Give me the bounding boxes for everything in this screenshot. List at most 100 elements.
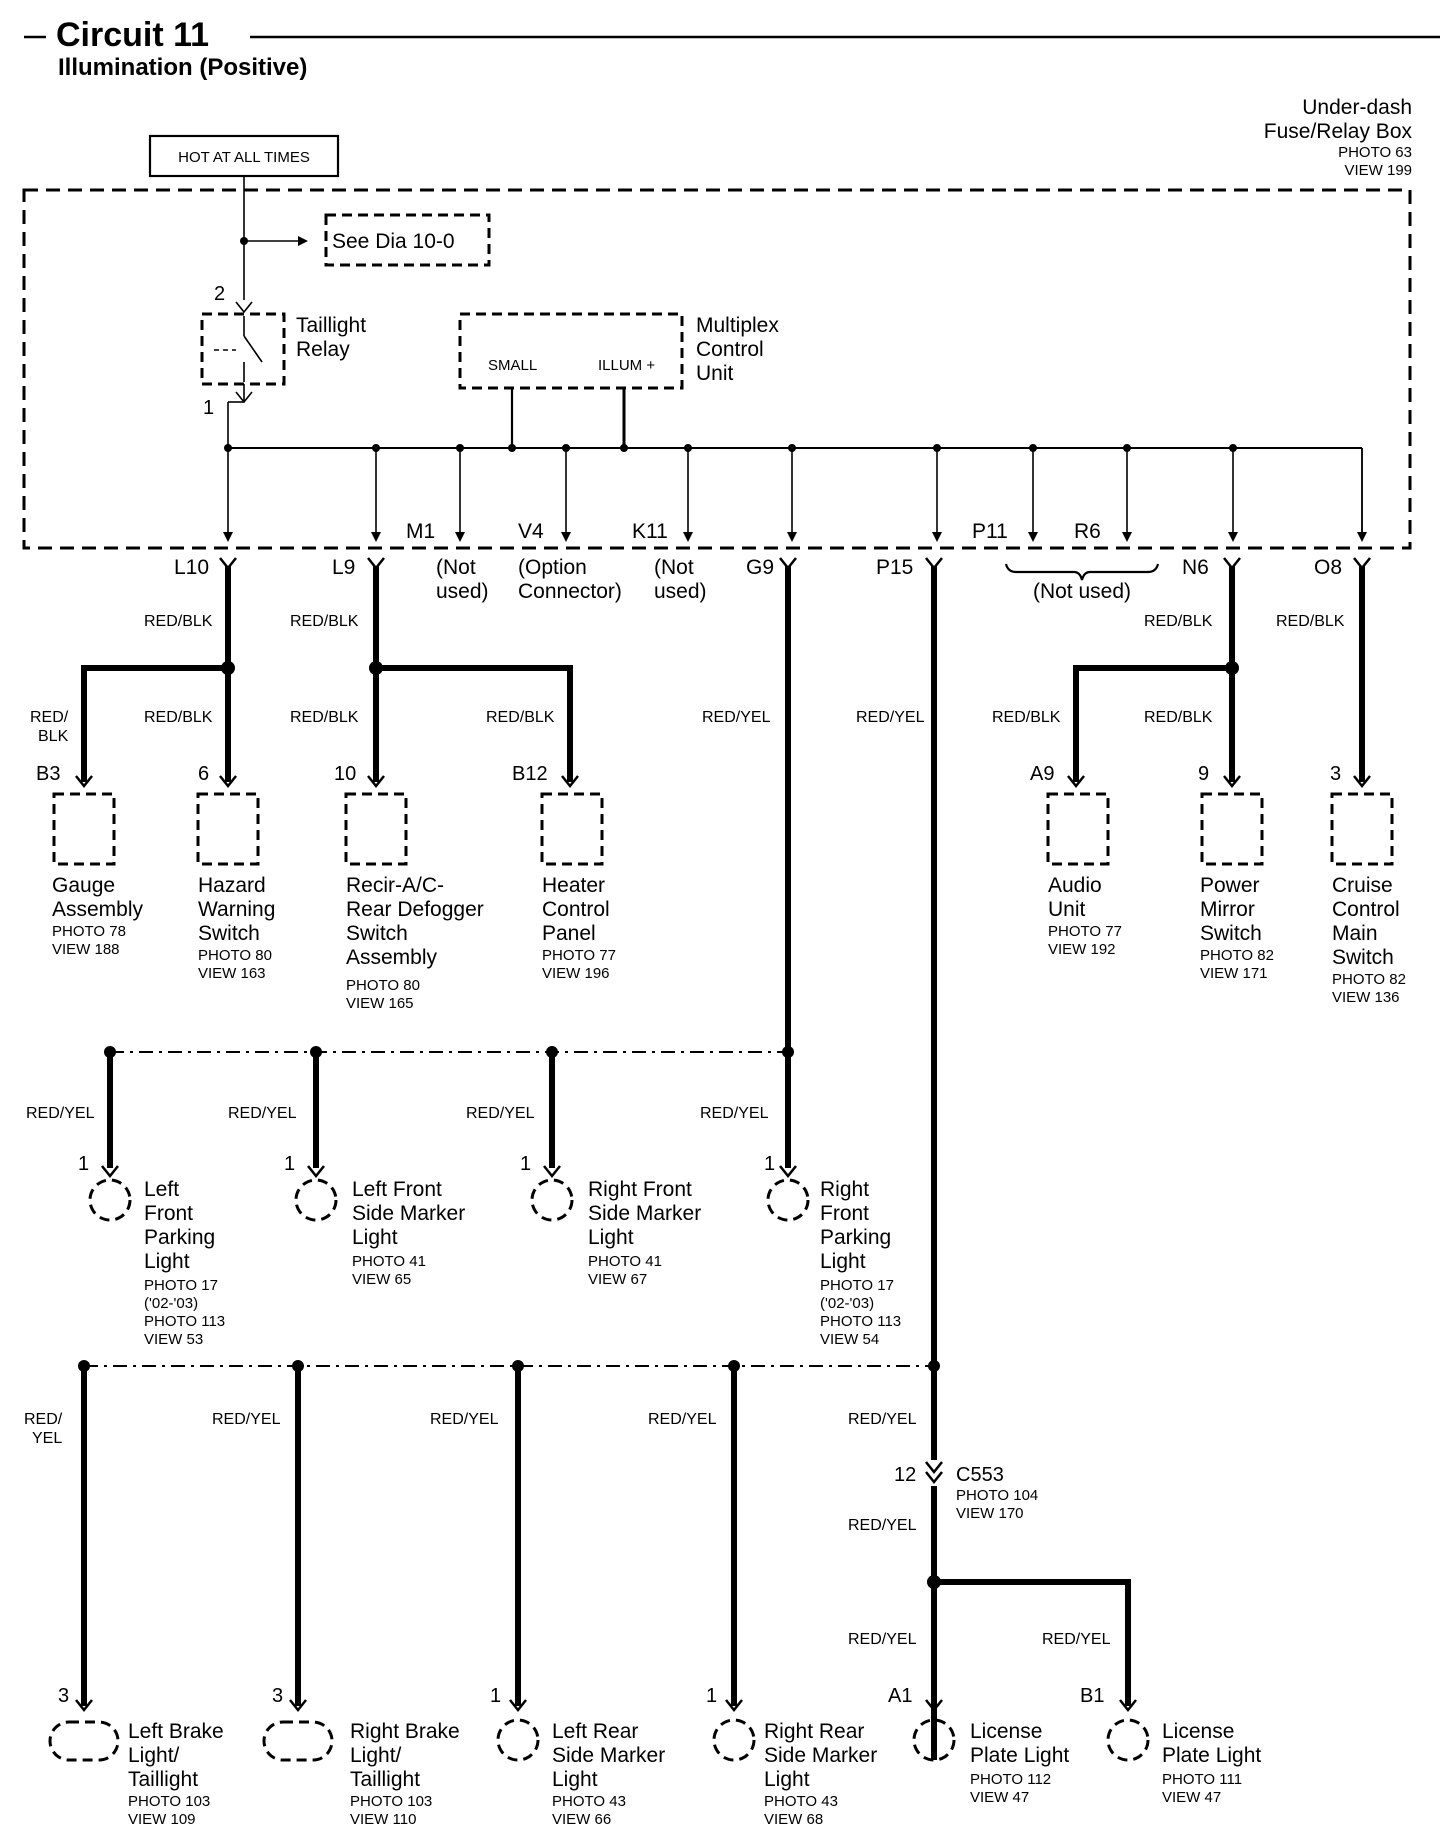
m1-note-1: (Not <box>436 556 476 579</box>
svg-text:PHOTO 41: PHOTO 41 <box>352 1253 426 1270</box>
svg-text:PHOTO 43: PHOTO 43 <box>552 1793 626 1810</box>
svg-text:VIEW 163: VIEW 163 <box>198 965 266 982</box>
component-cruise-control-main-switch: 3 Cruise Control Main Switch PHOTO 82 VI… <box>1330 763 1406 1006</box>
p11-r6-brace <box>1004 563 1160 581</box>
svg-text:('02-'03): ('02-'03) <box>144 1295 198 1312</box>
hot-at-all-times-label: HOT AT ALL TIMES <box>178 149 310 166</box>
svg-text:Panel: Panel <box>542 922 596 945</box>
svg-text:3: 3 <box>272 1685 283 1707</box>
multiplex-control-unit <box>458 312 684 390</box>
wire-color-a1: RED/YEL <box>848 1631 917 1648</box>
svg-text:PHOTO 112: PHOTO 112 <box>970 1771 1051 1788</box>
mcu-label-3: Unit <box>696 362 734 385</box>
page-subtitle: Illumination (Positive) <box>58 54 307 81</box>
svg-text:PHOTO 80: PHOTO 80 <box>198 947 272 964</box>
fuse-box-name-1: Under-dash <box>1302 96 1412 119</box>
component-gauge-assembly: B3 Gauge Assembly PHOTO 78 VIEW 188 <box>36 763 144 958</box>
svg-text:Gauge: Gauge <box>52 874 115 897</box>
see-dia-label: See Dia 10-0 <box>332 230 455 253</box>
terminal-o8: O8 <box>1314 556 1342 579</box>
svg-text:Light: Light <box>552 1768 598 1791</box>
bus-drops <box>223 448 1367 542</box>
svg-text:B3: B3 <box>36 763 60 785</box>
svg-text:PHOTO 43: PHOTO 43 <box>764 1793 838 1810</box>
page-title: Circuit 11 <box>56 16 209 54</box>
wire-color-b3-2: BLK <box>38 728 69 745</box>
bus-splices <box>224 444 1237 452</box>
svg-text:Taillight: Taillight <box>128 1768 198 1791</box>
svg-text:Side Marker: Side Marker <box>552 1744 665 1767</box>
svg-text:Light: Light <box>764 1768 810 1791</box>
svg-text:Recir-A/C-: Recir-A/C- <box>346 874 444 897</box>
svg-text:Switch: Switch <box>346 922 408 945</box>
svg-text:3: 3 <box>1330 763 1341 785</box>
m1-note-2: used) <box>436 580 489 603</box>
svg-text:PHOTO 111: PHOTO 111 <box>1162 1771 1242 1788</box>
wire-color-9: RED/BLK <box>1144 709 1213 726</box>
wire-color-rr-marker: RED/YEL <box>648 1411 717 1428</box>
light-license-plate-b1: B1 License Plate Light PHOTO 111 VIEW 47 <box>1080 1685 1261 1806</box>
fuse-box-enclosure <box>22 188 1412 550</box>
svg-text:Parking: Parking <box>144 1226 215 1249</box>
svg-text:1: 1 <box>78 1153 89 1175</box>
svg-text:PHOTO 78: PHOTO 78 <box>52 923 126 940</box>
component-heater-control-panel: B12 Heater Control Panel PHOTO 77 VIEW 1… <box>512 763 616 982</box>
component-recir-ac-defogger-switch: 10 Recir-A/C- Rear Defogger Switch Assem… <box>334 763 484 1012</box>
svg-text:1: 1 <box>490 1685 501 1707</box>
svg-text:A9: A9 <box>1030 763 1054 785</box>
svg-text:PHOTO 103: PHOTO 103 <box>350 1793 432 1810</box>
svg-text:PHOTO 80: PHOTO 80 <box>346 977 420 994</box>
svg-text:PHOTO 113: PHOTO 113 <box>820 1313 901 1330</box>
svg-text:VIEW 53: VIEW 53 <box>144 1331 203 1348</box>
svg-text:Left Front: Left Front <box>352 1178 442 1201</box>
svg-text:PHOTO 82: PHOTO 82 <box>1200 947 1274 964</box>
wire-color-b3-1: RED/ <box>30 709 69 726</box>
svg-text:1: 1 <box>520 1153 531 1175</box>
svg-text:VIEW 165: VIEW 165 <box>346 995 414 1012</box>
svg-text:Right Front: Right Front <box>588 1178 692 1201</box>
light-left-front-parking: 1 Left Front Parking Light PHOTO 17 ('02… <box>78 1153 225 1348</box>
terminal-k11: K11 <box>632 520 668 543</box>
taillight-relay <box>200 312 286 386</box>
wire-color-n6: RED/BLK <box>1144 613 1213 630</box>
svg-text:Light: Light <box>588 1226 634 1249</box>
svg-text:Switch: Switch <box>1200 922 1262 945</box>
svg-text:Rear Defogger: Rear Defogger <box>346 898 484 921</box>
svg-text:PHOTO 17: PHOTO 17 <box>144 1277 218 1294</box>
svg-text:Light/: Light/ <box>350 1744 402 1767</box>
relay-pin-bottom: 1 <box>203 397 214 419</box>
svg-text:PHOTO 104: PHOTO 104 <box>956 1487 1038 1504</box>
wire-color-b1: RED/YEL <box>1042 1631 1111 1648</box>
svg-text:Left: Left <box>144 1178 179 1201</box>
wire-color-lb-2: YEL <box>32 1430 62 1447</box>
light-right-brake-taillight: 3 Right Brake Light/ Taillight PHOTO 103… <box>262 1685 460 1828</box>
svg-text:1: 1 <box>706 1685 717 1707</box>
svg-text:PHOTO 103: PHOTO 103 <box>128 1793 210 1810</box>
svg-text:PHOTO 77: PHOTO 77 <box>1048 923 1122 940</box>
relay-terminal-top <box>235 301 253 314</box>
svg-text:Power: Power <box>1200 874 1260 897</box>
svg-text:Switch: Switch <box>1332 946 1394 969</box>
svg-text:Heater: Heater <box>542 874 605 897</box>
wire-color-b12: RED/BLK <box>486 709 555 726</box>
rear-lights-wiring <box>78 1360 1131 1706</box>
v4-note-2: Connector) <box>518 580 622 603</box>
light-right-rear-side-marker: 1 Right Rear Side Marker Light PHOTO 43 … <box>706 1685 877 1828</box>
terminal-l9: L9 <box>332 556 355 579</box>
terminal-g9: G9 <box>746 556 774 579</box>
svg-text:9: 9 <box>1198 763 1209 785</box>
svg-text:3: 3 <box>58 1685 69 1707</box>
terminal-r6: R6 <box>1074 520 1101 543</box>
svg-text:VIEW 196: VIEW 196 <box>542 965 610 982</box>
svg-text:VIEW 192: VIEW 192 <box>1048 941 1116 958</box>
wire-color-a9: RED/BLK <box>992 709 1061 726</box>
front-lights-wiring <box>104 1046 794 1168</box>
svg-text:1: 1 <box>764 1153 775 1175</box>
wire-color-6: RED/BLK <box>144 709 213 726</box>
svg-text:Side Marker: Side Marker <box>764 1744 877 1767</box>
wire-color-l10: RED/BLK <box>144 613 213 630</box>
terminal-m1: M1 <box>406 520 435 543</box>
svg-text:VIEW 170: VIEW 170 <box>956 1505 1024 1522</box>
svg-text:Front: Front <box>820 1202 869 1225</box>
wire-color-rb: RED/YEL <box>212 1411 281 1428</box>
